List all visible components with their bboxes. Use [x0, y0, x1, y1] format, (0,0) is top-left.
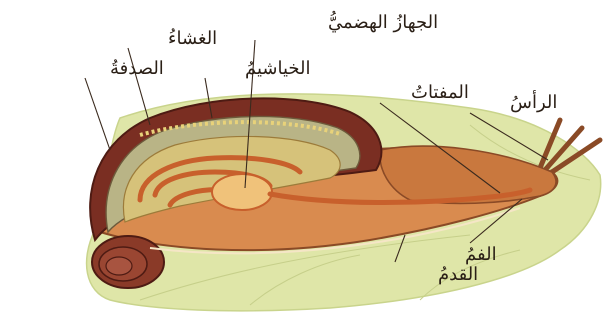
- digestive-gland: [212, 174, 272, 210]
- label-digestive-system: الجهازُ الهضميُّ: [328, 11, 438, 33]
- label-foot: القدمُ: [438, 264, 478, 285]
- label-mouth: الفمُ: [465, 244, 497, 265]
- label-palps: المفتاتُ: [411, 82, 469, 103]
- label-head: الرأسُ: [510, 90, 557, 113]
- shell-spire: [92, 236, 164, 288]
- label-gills: الخياشيمُ: [245, 58, 311, 79]
- label-shell: الصدفةُ: [110, 58, 164, 79]
- label-mantle: الغشاءُ: [168, 28, 217, 49]
